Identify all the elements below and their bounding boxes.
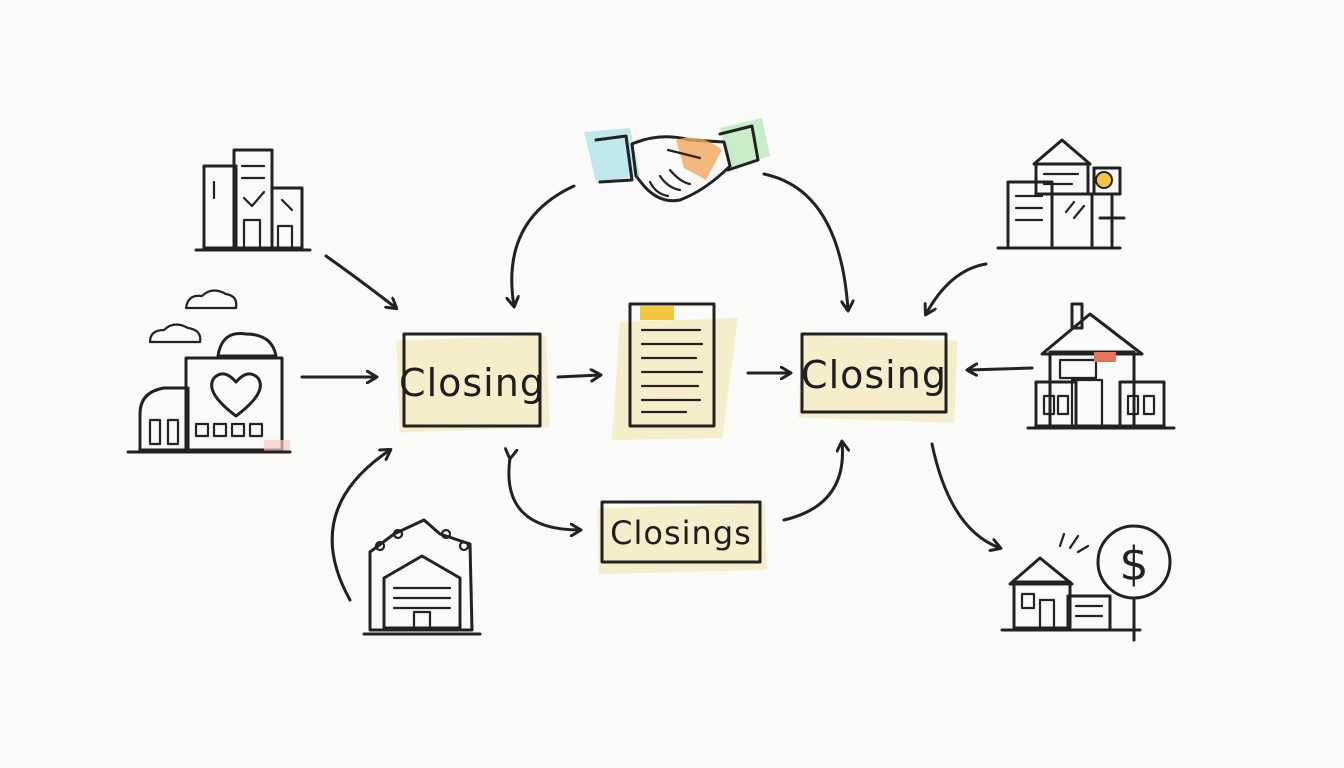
closings-label: Closings — [610, 514, 752, 552]
arrows — [300, 172, 1034, 602]
bank-building-icon — [362, 518, 482, 636]
heart-building-icon — [126, 289, 292, 454]
arrow-bank-to-closing — [330, 450, 390, 602]
dollar-glyph: $ — [1119, 537, 1148, 591]
house-dollar-icon: $ — [1000, 524, 1172, 642]
arrow-closing-to-closings — [509, 458, 580, 530]
arrow-closing-to-document — [556, 375, 600, 377]
house-icon — [1026, 302, 1176, 430]
closing-left-label: Closing — [399, 361, 545, 405]
arrow-handshake-to-closing-left — [512, 184, 576, 306]
closing-right-box — [800, 332, 948, 414]
arrow-handshake-to-closing-right — [762, 172, 848, 310]
arrow-offices-to-closing — [324, 254, 396, 308]
arrow-closing-right-to-house-dollar — [930, 442, 1000, 548]
closing-left-node: Closing — [396, 332, 550, 433]
property-signs-icon — [996, 138, 1126, 250]
closings-box — [600, 500, 762, 564]
arrow-closings-to-closing-right — [782, 442, 843, 522]
closing-right-node: Closing — [798, 332, 958, 423]
closing-right-label: Closing — [801, 353, 947, 397]
closing-left-box — [402, 332, 542, 428]
handshake-icon — [584, 118, 770, 203]
contract-document-icon — [612, 302, 738, 440]
arrow-signs-to-closing-right — [926, 262, 988, 314]
arrow-house-to-closing-right — [968, 368, 1034, 370]
office-buildings-icon — [194, 148, 312, 252]
closings-node: Closings — [597, 500, 767, 575]
